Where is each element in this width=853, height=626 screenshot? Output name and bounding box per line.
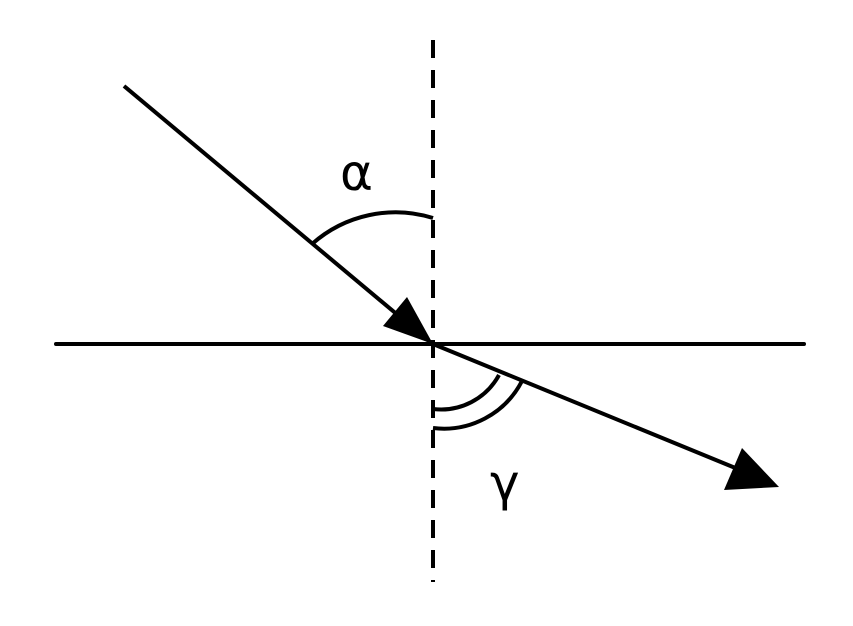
refraction-angle-arc-outer: [432, 380, 524, 431]
refracted-ray: [432, 342, 751, 476]
refraction-angle-arc-inner: [432, 374, 501, 412]
refracted-ray-arrowhead: [724, 448, 779, 490]
incident-ray-arrowhead: [383, 297, 433, 344]
incidence-angle-label: α: [340, 144, 373, 202]
incidence-angle-arc: [310, 210, 434, 246]
incident-ray: [122, 84, 432, 344]
refraction-angle-label: γ: [490, 454, 520, 512]
